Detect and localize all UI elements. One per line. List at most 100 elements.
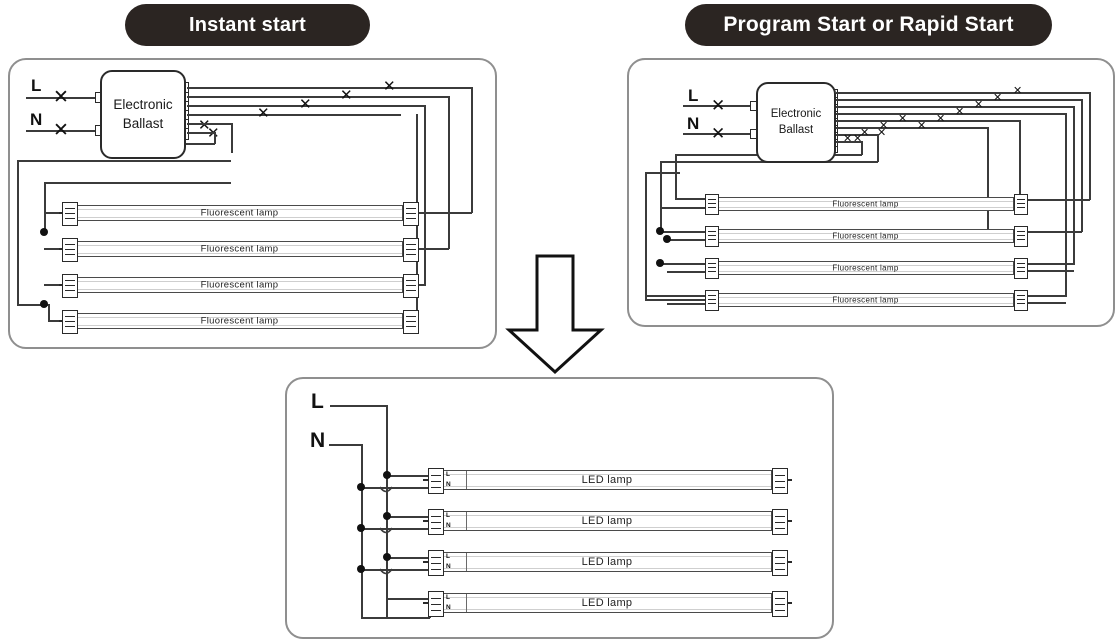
instant-cut-mark-n: ✕ <box>53 120 69 141</box>
program-lamp-3-body <box>717 261 1014 275</box>
instant-lamp-2-left-wire <box>44 248 59 250</box>
led-lamp-2-pin-n: N <box>446 522 451 529</box>
program-cut-mark-10: ✕ <box>860 127 870 139</box>
program-lamp-1-left-wire <box>675 198 706 200</box>
program-lamp-2-right-wire <box>1026 231 1082 233</box>
program-riser-4 <box>1065 113 1067 297</box>
program-left-bus-outer-top <box>645 172 680 174</box>
program-riser-1 <box>1089 92 1091 200</box>
instant-output-wire-6-drop <box>214 132 216 144</box>
program-riser-2 <box>1081 99 1083 232</box>
instant-output-wire-4 <box>187 114 401 116</box>
program-bottom-bus-a-drop <box>660 161 662 233</box>
instant-output-wire-6 <box>187 132 215 134</box>
led-lamp-3: LED lamp <box>442 552 772 572</box>
program-lamp-3-left-wire <box>660 263 706 265</box>
program-output-8-drop <box>861 141 863 155</box>
panel-program-rapid-start <box>627 58 1115 327</box>
program-lamp-2-body <box>717 229 1014 243</box>
program-cut-mark-9: ✕ <box>877 127 887 139</box>
program-junction-node-2 <box>663 235 671 243</box>
program-output-wire-2 <box>836 99 1082 101</box>
instant-output-wire-2 <box>187 96 449 98</box>
program-output-7-drop <box>877 134 879 162</box>
instant-ballast-line2: Ballast <box>122 115 164 131</box>
program-lamp-3-right-wire <box>1026 263 1074 265</box>
program-ballast-line1: Electronic <box>770 107 822 120</box>
program-lamp-2-left-cap <box>705 226 719 247</box>
led-lamp-1-right-cap <box>772 468 788 494</box>
instant-lamp-2: Fluorescent lamp <box>76 241 403 257</box>
program-cut-mark-n: ✕ <box>711 124 726 143</box>
instant-lamp-4-body <box>76 313 403 329</box>
instant-cut-mark-l: ✕ <box>53 87 69 108</box>
instant-lamp-4: Fluorescent lamp <box>76 313 403 329</box>
instant-cut-mark-5: ✕ <box>198 117 211 134</box>
instant-lamp-2-right-wire <box>417 248 449 250</box>
program-lamp-4-right-wire <box>1026 295 1066 297</box>
led-lamp-2: LED lamp <box>442 511 772 531</box>
program-lamp-4-right-wire-b <box>1026 302 1066 304</box>
program-lamp-2: Fluorescent lamp <box>717 229 1014 243</box>
instant-output-wire-1 <box>187 87 472 89</box>
led-lamp-2-pin-l: L <box>446 512 450 519</box>
program-output-wire-6 <box>836 127 988 129</box>
program-junction-node-3 <box>656 259 664 267</box>
program-start-title-text: Program Start or Rapid Start <box>723 13 1014 36</box>
program-ballast-line2: Ballast <box>778 123 814 136</box>
program-lamp-3-label: Fluorescent lamp <box>832 263 899 273</box>
led-lamp-1-body <box>442 470 772 490</box>
instant-lamp-1-label: Fluorescent lamp <box>200 207 279 219</box>
instant-lamp-2-label: Fluorescent lamp <box>200 243 279 255</box>
program-cut-mark-1: ✕ <box>1013 85 1023 97</box>
program-output-wire-4 <box>836 113 1066 115</box>
program-lamp-1-left-wire-b <box>660 207 706 209</box>
program-n-lead <box>683 133 753 135</box>
instant-left-bus-outer-bottom <box>17 304 48 306</box>
instant-l-lead <box>26 97 99 99</box>
led-l-lead <box>330 405 387 407</box>
program-lamp-1: Fluorescent lamp <box>717 197 1014 211</box>
program-lamp-2-left-wire-b <box>667 239 706 241</box>
instant-lamp-2-right-cap <box>403 238 419 262</box>
program-lamp-4-left-cap <box>705 290 719 311</box>
led-lamp-4-n-wire <box>361 617 430 619</box>
instant-cut-mark-1: ✕ <box>383 78 396 95</box>
led-lamp-3-n-wire <box>361 569 430 571</box>
instant-output-wire-3 <box>187 105 425 107</box>
instant-start-title-text: Instant start <box>188 13 307 36</box>
conversion-arrow-icon <box>505 252 605 376</box>
led-source-n-label: N <box>310 429 326 452</box>
led-source-l-label: L <box>311 390 324 413</box>
instant-lamp-3-right-riser <box>424 105 426 285</box>
led-lamp-2-cap-divider <box>466 512 468 530</box>
led-lamp-2-right-pin <box>786 520 792 522</box>
led-lamp-2-label: LED lamp <box>581 515 633 527</box>
led-lamp-4-left-pin <box>423 602 429 604</box>
program-source-l-label: L <box>688 86 699 105</box>
instant-lamp-3-label: Fluorescent lamp <box>200 279 279 291</box>
program-left-bus-outer <box>645 172 647 300</box>
led-lamp-3-left-pin <box>423 561 429 563</box>
led-n-lead <box>329 444 362 446</box>
instant-source-n-label: N <box>30 110 43 129</box>
led-lamp-3-left-cap <box>428 550 444 576</box>
program-lamp-1-right-wire <box>1026 199 1090 201</box>
led-lamp-3-right-pin <box>786 561 792 563</box>
led-lamp-2-n-wire <box>361 528 430 530</box>
program-lamp-1-right-cap <box>1014 194 1028 215</box>
program-cut-mark-6: ✕ <box>917 120 927 132</box>
program-cut-mark-l: ✕ <box>711 96 726 115</box>
led-lamp-3-right-cap <box>772 550 788 576</box>
program-cut-mark-8: ✕ <box>879 120 889 132</box>
led-lamp-3-l-wire <box>386 557 430 559</box>
program-cut-mark-3: ✕ <box>974 99 984 111</box>
led-lamp-1-n-wire <box>361 487 430 489</box>
program-lamp-2-label: Fluorescent lamp <box>832 231 899 241</box>
program-output-wire-1 <box>836 92 1090 94</box>
program-lamp-2-left-wire <box>660 231 706 233</box>
led-lamp-3-body <box>442 552 772 572</box>
led-node-l-1 <box>383 471 391 479</box>
instant-lamp-1: Fluorescent lamp <box>76 205 403 221</box>
